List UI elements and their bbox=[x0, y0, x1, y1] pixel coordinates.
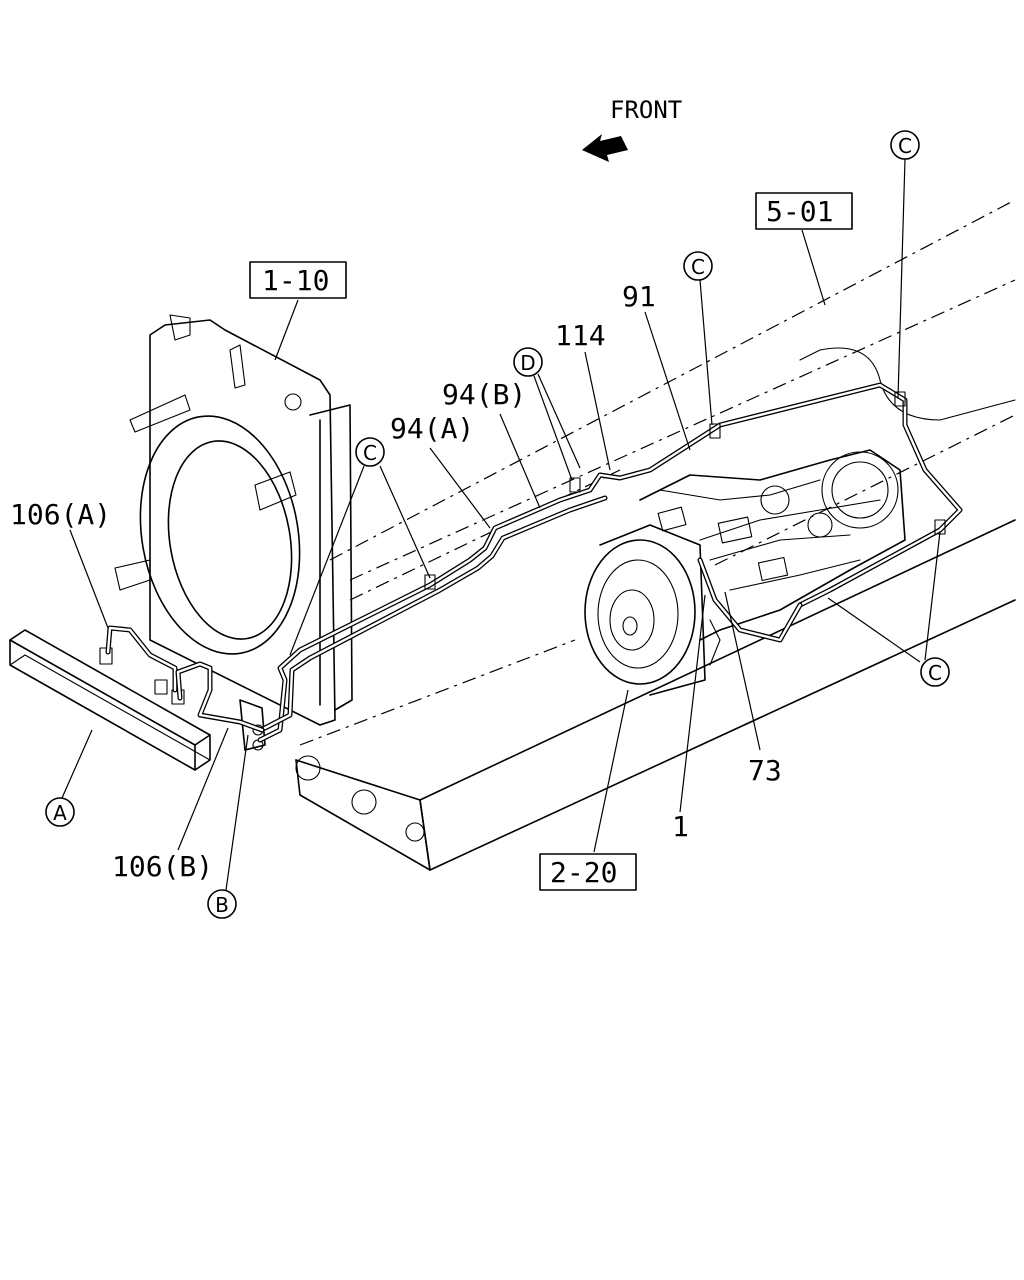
chassis-frame bbox=[295, 199, 1016, 871]
leader-lines bbox=[61, 158, 941, 891]
marker-b: B bbox=[207, 889, 237, 919]
ref-box-2-20-label: 2-20 bbox=[550, 856, 617, 889]
part-label-94b: 94(B) bbox=[442, 378, 526, 411]
part-label-106b: 106(B) bbox=[112, 850, 213, 883]
front-direction: FRONT bbox=[582, 96, 682, 162]
ref-box-1-10-label: 1-10 bbox=[262, 264, 329, 297]
front-arrow-icon bbox=[582, 134, 628, 162]
radiator-assembly bbox=[114, 314, 353, 726]
ref-box-5-01-label: 5-01 bbox=[766, 195, 833, 228]
ref-box-1-10[interactable]: 1-10 bbox=[249, 261, 347, 299]
marker-c-radiator-label: C bbox=[363, 441, 377, 465]
marker-c-right: C bbox=[920, 657, 950, 687]
marker-c-top-label: C bbox=[898, 134, 912, 158]
ref-box-5-01[interactable]: 5-01 bbox=[755, 192, 853, 230]
marker-c-radiator: C bbox=[355, 437, 385, 467]
marker-c-top: C bbox=[890, 130, 920, 160]
part-label-114: 114 bbox=[555, 319, 606, 352]
oil-cooler-fittings bbox=[99, 647, 266, 751]
front-crossmember bbox=[9, 629, 211, 771]
marker-c-mid-label: C bbox=[691, 255, 705, 279]
part-label-73: 73 bbox=[748, 754, 782, 787]
marker-a: A bbox=[45, 797, 75, 827]
part-label-94a: 94(A) bbox=[390, 412, 474, 445]
front-label: FRONT bbox=[610, 96, 682, 124]
marker-d-label: D bbox=[520, 351, 535, 375]
ref-box-2-20[interactable]: 2-20 bbox=[539, 853, 637, 891]
part-label-106a: 106(A) bbox=[10, 498, 111, 531]
marker-d: D bbox=[513, 347, 543, 377]
marker-b-label: B bbox=[215, 893, 229, 917]
marker-c-right-label: C bbox=[928, 661, 942, 685]
part-label-1: 1 bbox=[672, 810, 689, 843]
marker-a-label: A bbox=[53, 801, 67, 825]
marker-c-mid: C bbox=[683, 251, 713, 281]
transmission-assembly bbox=[584, 449, 906, 696]
oil-lines bbox=[105, 382, 963, 743]
part-label-91: 91 bbox=[622, 280, 656, 313]
